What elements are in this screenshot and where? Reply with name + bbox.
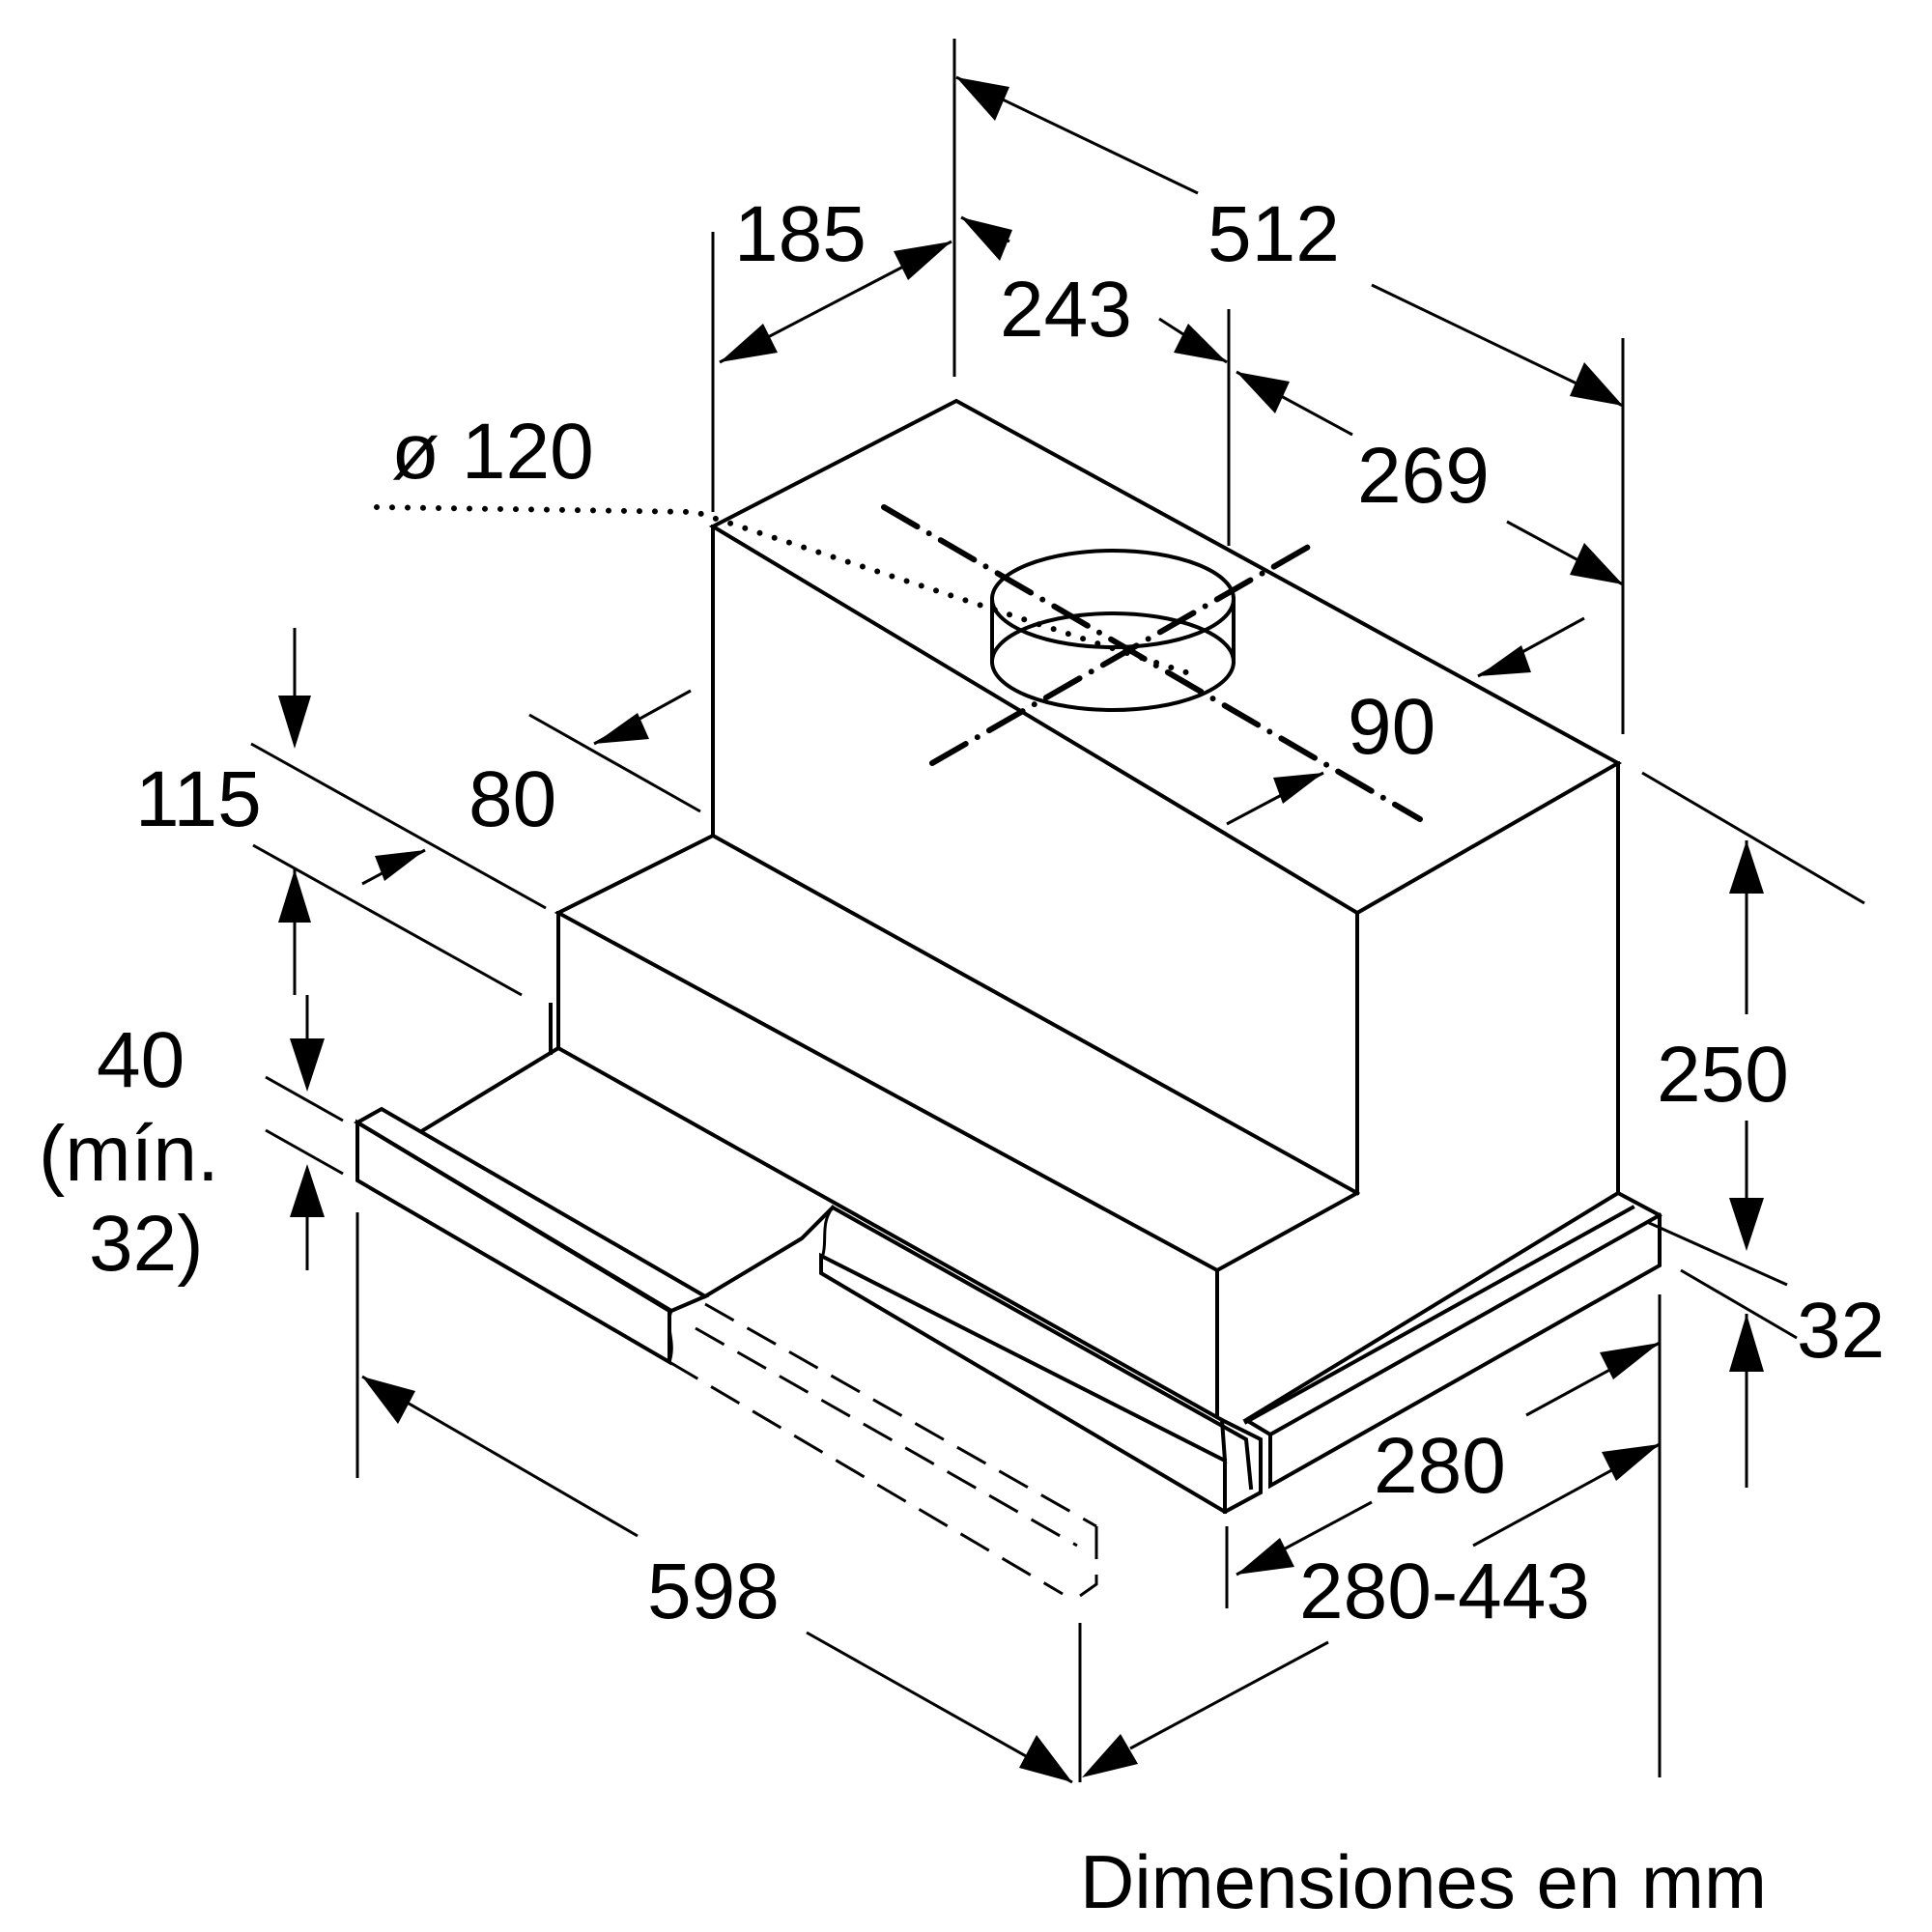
label-80: 80 <box>469 755 556 843</box>
label-115: 115 <box>135 755 262 843</box>
label-min-height-3: 32) <box>89 1200 204 1288</box>
label-min-height-1: 40 <box>97 1016 185 1104</box>
label-243: 243 <box>1000 266 1132 354</box>
label-min-height-2: (mín. <box>39 1110 219 1198</box>
duct-outlet <box>374 504 1423 822</box>
label-90: 90 <box>1348 683 1435 771</box>
label-512: 512 <box>1208 190 1340 278</box>
hood-body <box>354 398 1662 1598</box>
label-269: 269 <box>1357 432 1490 520</box>
label-32: 32 <box>1797 1287 1885 1375</box>
dimension-lines <box>250 39 1865 1784</box>
caption: Dimensiones en mm <box>1080 1839 1767 1924</box>
label-598: 598 <box>647 1548 780 1635</box>
label-250: 250 <box>1657 1031 1789 1119</box>
label-280-443: 280-443 <box>1299 1548 1590 1635</box>
label-280: 280 <box>1374 1422 1506 1510</box>
label-185: 185 <box>734 190 867 278</box>
dimension-labels: 512 185 243 269 ø 120 90 80 115 40 (mín.… <box>39 190 1885 1924</box>
label-duct-diameter: ø 120 <box>391 408 594 496</box>
